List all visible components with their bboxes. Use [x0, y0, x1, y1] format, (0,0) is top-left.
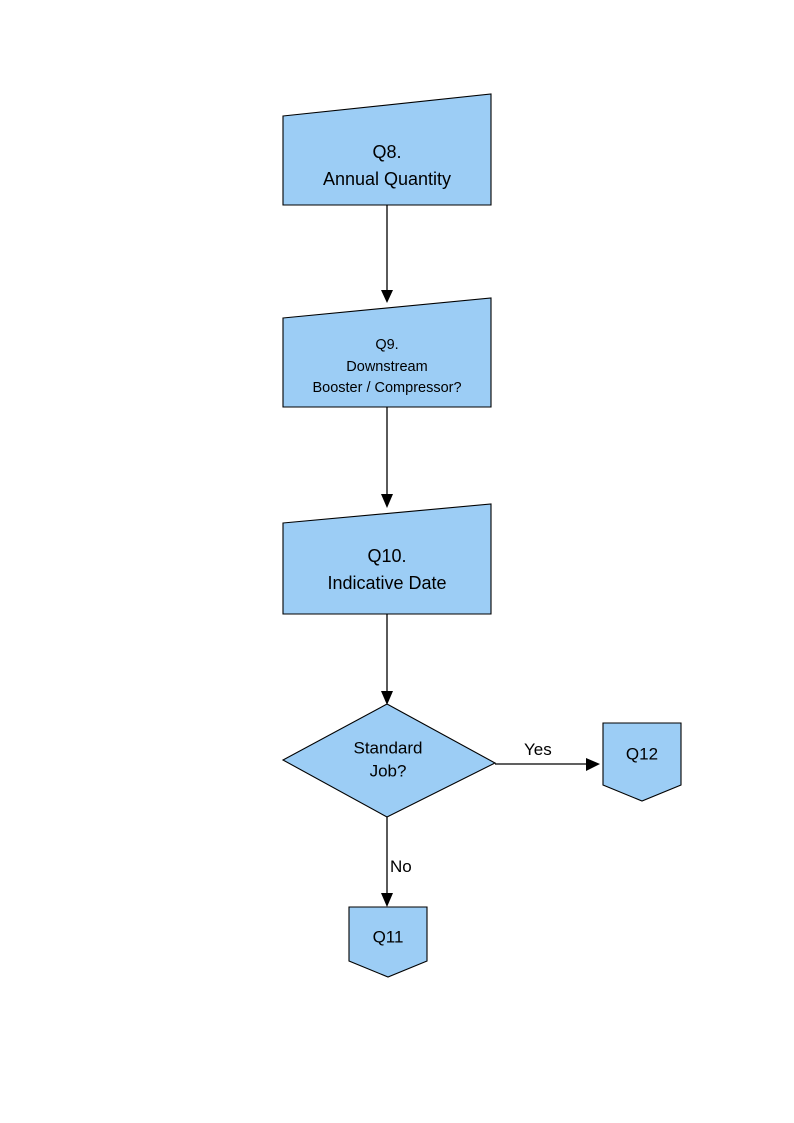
node-q11[interactable]: Q11: [348, 906, 428, 978]
q10-line1: Q10.: [367, 546, 406, 566]
edge-q10-decision-arrowhead-icon: [381, 691, 393, 705]
edge-q10-decision: [381, 614, 393, 705]
node-q12[interactable]: Q12: [602, 722, 682, 802]
edge-label-no: No: [390, 857, 412, 876]
edge-decision-q11: No: [381, 817, 412, 907]
edge-label-yes: Yes: [524, 740, 552, 759]
q10-shape[interactable]: [282, 503, 492, 615]
decision-line2: Job?: [370, 761, 407, 780]
edge-q8-q9: [381, 205, 393, 303]
q10-line2: Indicative Date: [327, 573, 446, 593]
node-q10[interactable]: Q10. Indicative Date: [282, 503, 492, 615]
node-q8[interactable]: Q8. Annual Quantity: [282, 93, 492, 206]
q11-shape[interactable]: [348, 906, 428, 978]
node-q9[interactable]: Q9. Downstream Booster / Compressor?: [282, 297, 492, 408]
edge-q8-q9-arrowhead-icon: [381, 290, 393, 303]
q8-shape[interactable]: [282, 93, 492, 206]
edge-q9-q10-arrowhead-icon: [381, 494, 393, 508]
q9-line2: Downstream: [346, 359, 427, 375]
q9-line3: Booster / Compressor?: [312, 380, 461, 396]
q11-label: Q11: [373, 927, 404, 946]
q12-shape[interactable]: [602, 722, 682, 802]
q12-label: Q12: [626, 744, 658, 763]
q9-shape[interactable]: [282, 297, 492, 408]
q8-line1: Q8.: [372, 142, 401, 162]
edge-decision-q12-arrowhead-icon: [586, 758, 600, 771]
q8-line2: Annual Quantity: [323, 169, 451, 189]
edge-decision-q11-arrowhead-icon: [381, 893, 393, 907]
node-decision-standard-job[interactable]: Standard Job?: [281, 703, 497, 818]
edge-decision-q12: Yes: [495, 740, 600, 771]
edge-q9-q10: [381, 407, 393, 508]
decision-line1: Standard: [354, 738, 423, 757]
q9-line1: Q9.: [375, 337, 398, 353]
